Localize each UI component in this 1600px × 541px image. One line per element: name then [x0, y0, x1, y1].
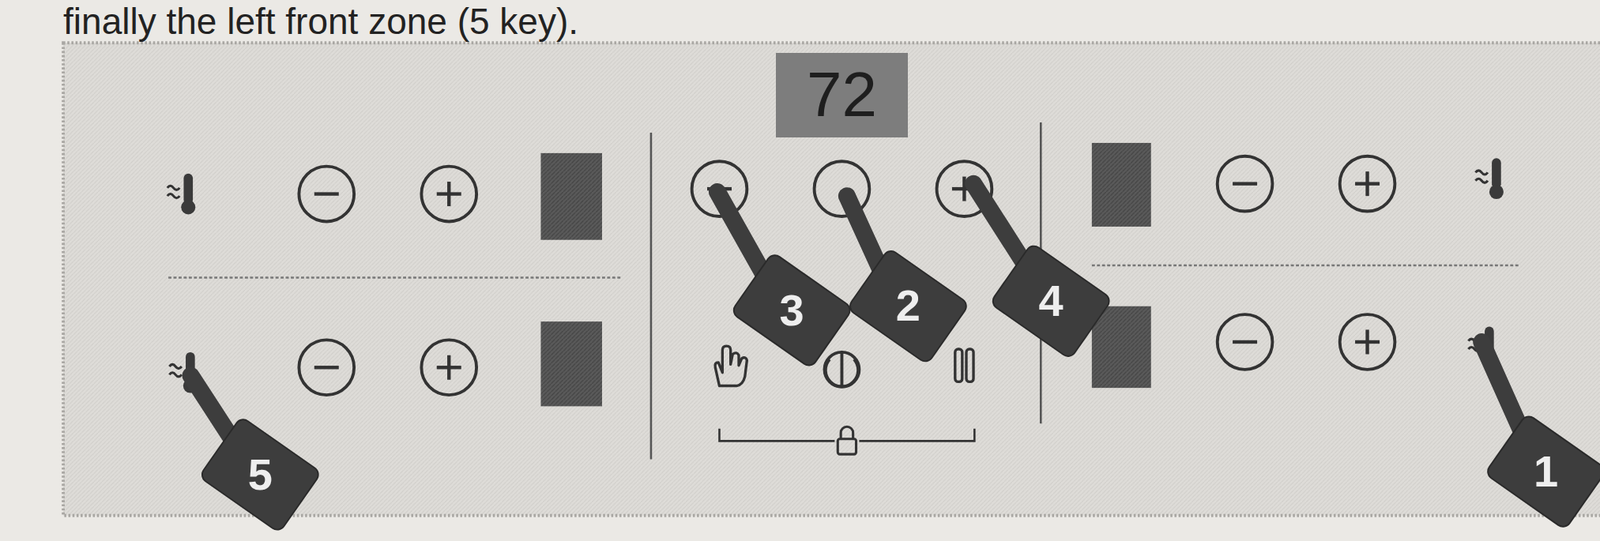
callout-number: 4 — [1039, 278, 1064, 324]
instruction-text: finally the left front zone (5 key). — [63, 3, 579, 40]
panel-outline — [63, 42, 1600, 516]
callout-number: 3 — [779, 288, 805, 333]
pointer-hands — [191, 184, 1600, 534]
callout-number: 2 — [896, 283, 921, 328]
callout-number: 1 — [1533, 449, 1559, 494]
display-readout: 72 — [775, 52, 909, 138]
display-digits: 72 — [806, 63, 878, 127]
callout-number: 5 — [248, 452, 273, 497]
